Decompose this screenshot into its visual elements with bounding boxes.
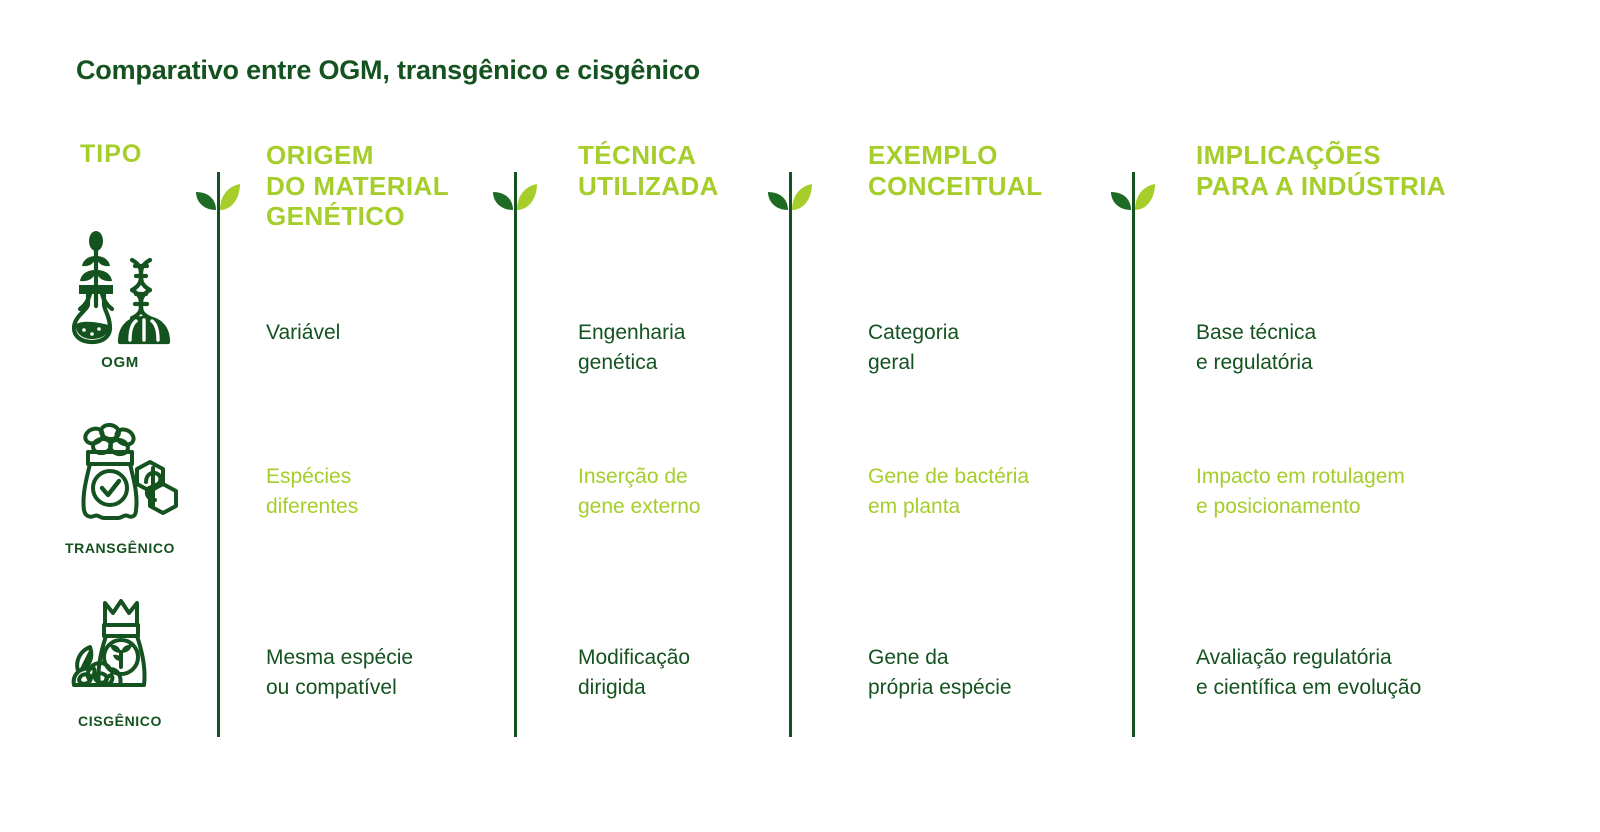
flask-plant-dna-bread-icon: [71, 231, 171, 345]
cell-ogm-implicacoes: Base técnica e regulatória: [1196, 321, 1317, 375]
column-implicacoes: IMPLICAÇÕES PARA A INDÚSTRIA: [1196, 140, 1526, 201]
page-title: Comparativo entre OGM, transgênico e cis…: [76, 55, 700, 85]
column-header-exemplo: EXEMPLO CONCEITUAL: [868, 140, 1043, 201]
divider-line: [217, 172, 220, 737]
cell-transgenico-tecnica: Inserção de gene externo: [578, 465, 701, 519]
column-header-origem: ORIGEM DO MATERIAL GENÉTICO: [266, 140, 450, 232]
type-label-cisgenico: CISGÊNICO: [78, 713, 162, 729]
divider-2: [487, 140, 543, 740]
cell-transgenico-implicacoes: Impacto em rotulagem e posicionamento: [1196, 465, 1405, 519]
cell-cisgenico-origem: Mesma espécie ou compatível: [266, 646, 414, 700]
cell-cisgenico-tecnica: Modificação dirigida: [578, 646, 691, 700]
cell-transgenico-exemplo: Gene de bactéria em planta: [868, 465, 1030, 519]
divider-line: [1132, 172, 1135, 737]
divider-3: [762, 140, 818, 740]
column-tipo: TIPO: [80, 140, 142, 170]
comparison-table: TIPO ORIGEM DO MATERIAL GENÉTICO TÉCNICA…: [0, 140, 1600, 760]
cell-cisgenico-implicacoes: Avaliação regulatória e científica em ev…: [1196, 646, 1422, 700]
cell-ogm-origem: Variável: [266, 321, 341, 344]
type-label-ogm: OGM: [101, 354, 139, 371]
cell-cisgenico-exemplo: Gene da própria espécie: [868, 646, 1012, 700]
cell-ogm-tecnica: Engenharia genética: [578, 321, 686, 375]
cell-transgenico-origem: Espécies diferentes: [266, 465, 359, 519]
sprout-icon: [1111, 184, 1155, 210]
type-cell-ogm: OGM: [25, 230, 215, 371]
column-origem: ORIGEM DO MATERIAL GENÉTICO: [266, 140, 481, 232]
sprout-icon: [196, 184, 240, 210]
column-tecnica: TÉCNICA UTILIZADA: [578, 140, 778, 201]
divider-4: [1105, 140, 1161, 740]
divider-1: [190, 140, 246, 740]
column-exemplo: EXEMPLO CONCEITUAL: [868, 140, 1098, 201]
divider-line: [789, 172, 792, 737]
column-header-implicacoes: IMPLICAÇÕES PARA A INDÚSTRIA: [1196, 140, 1447, 201]
type-label-transgenico: TRANSGÊNICO: [64, 540, 176, 556]
divider-line: [514, 172, 517, 737]
column-header-tecnica: TÉCNICA UTILIZADA: [578, 140, 719, 201]
column-header-tipo: TIPO: [80, 140, 143, 168]
sprout-icon: [493, 184, 537, 210]
type-cell-cisgenico: CISGÊNICO: [25, 595, 215, 729]
sprout-icon: [768, 184, 812, 210]
seed-sack-check-molecule-icon: [81, 422, 178, 520]
cell-ogm-exemplo: Categoria geral: [868, 321, 960, 375]
seed-bag-sprout-seeds-icon: [71, 599, 147, 687]
type-cell-transgenico: TRANSGÊNICO: [25, 422, 215, 556]
